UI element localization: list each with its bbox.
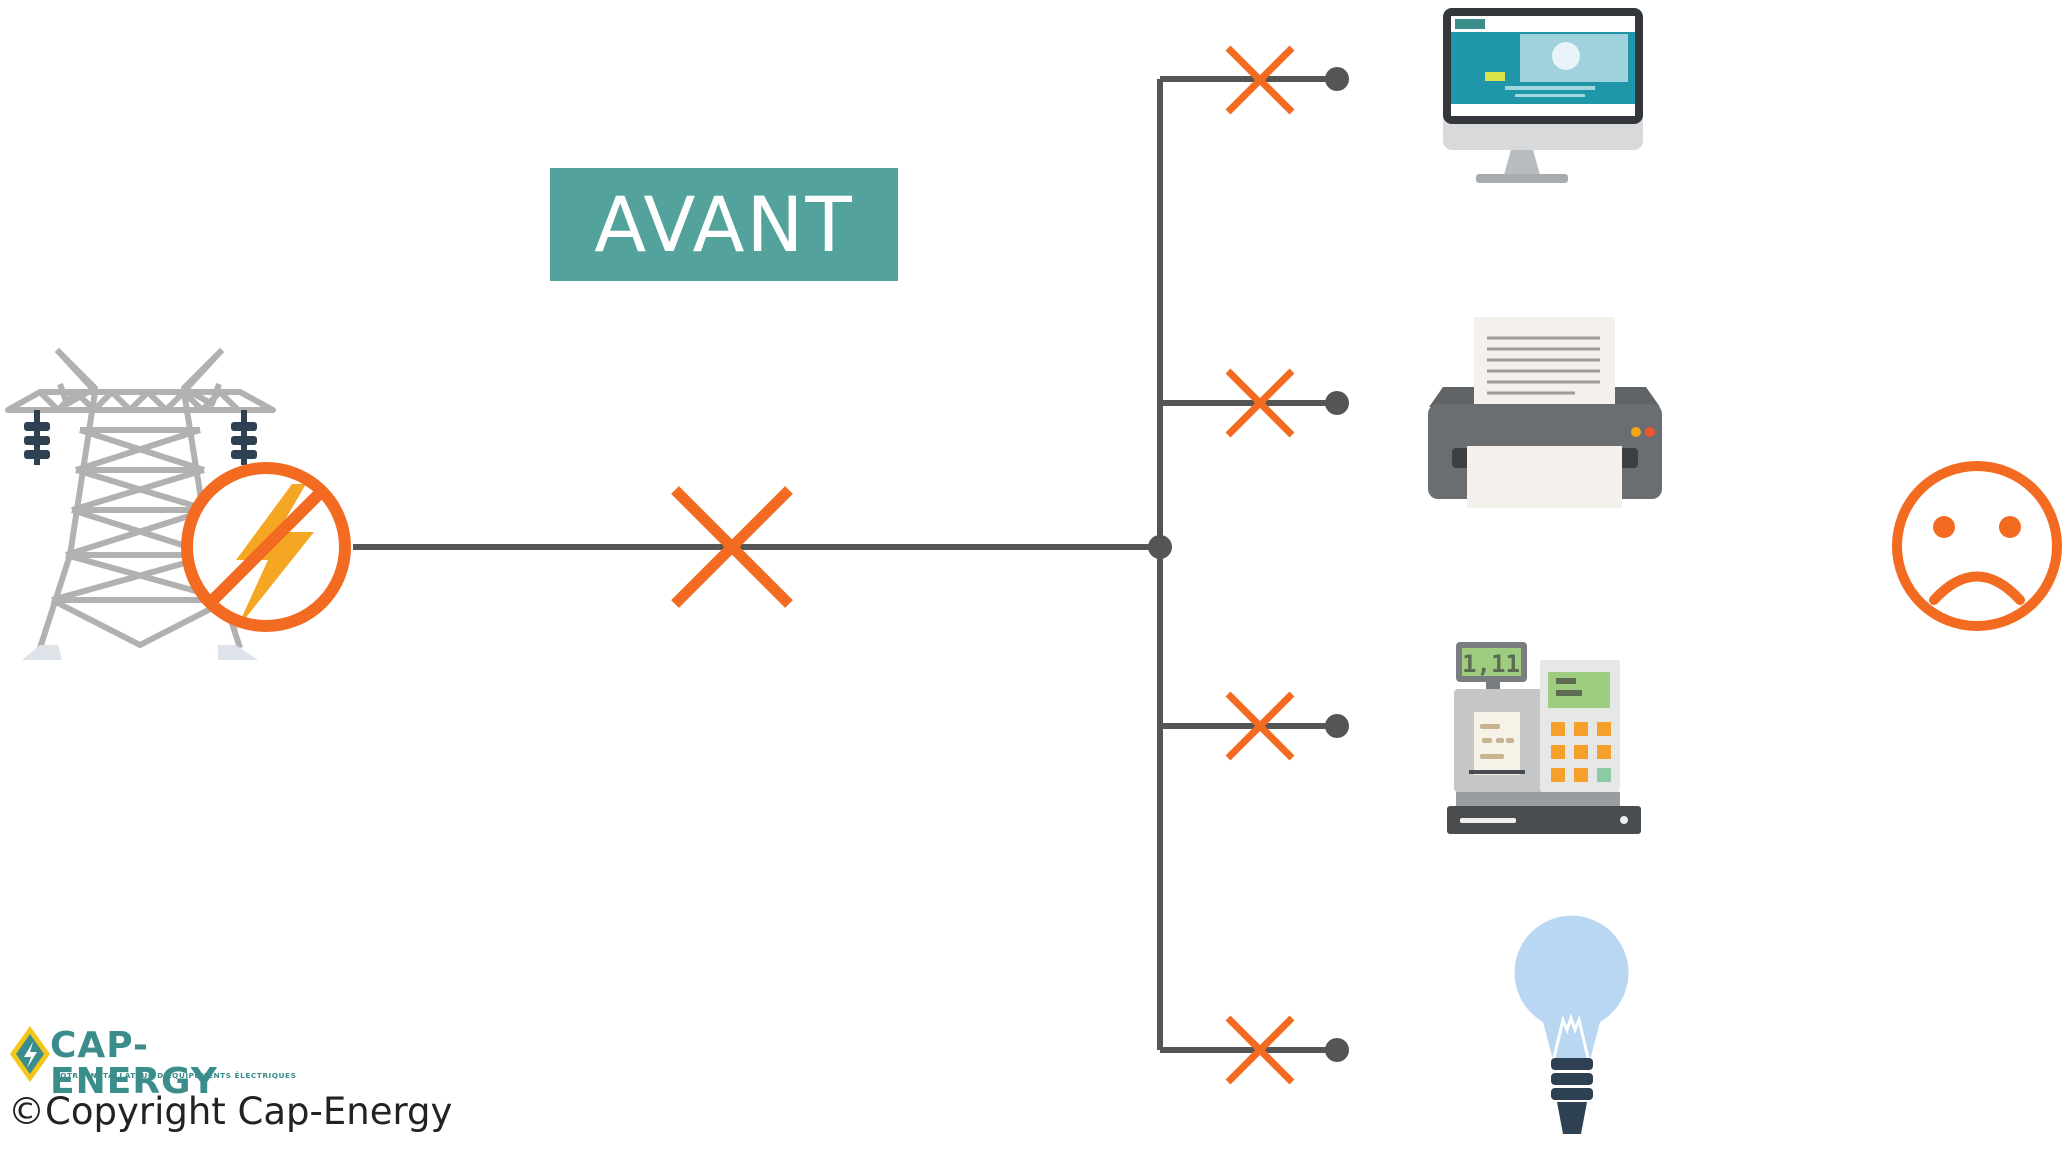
sad-face-icon	[1892, 461, 2062, 631]
copyright-text: ©Copyright Cap-Energy	[8, 1090, 453, 1133]
logo-tagline: VOTRE INSTALLATEUR D'ÉQUIPEMENTS ÉLECTRI…	[54, 1071, 297, 1080]
logo-wordmark: CAP-ENERGY	[50, 1025, 218, 1102]
title-banner: AVANT	[550, 168, 898, 281]
junction-node	[1148, 535, 1172, 559]
no-power-icon	[181, 462, 351, 632]
power-line	[353, 76, 1337, 1053]
insulator-icon	[24, 410, 257, 465]
power-tower-icon	[5, 347, 276, 649]
light-bulb-icon	[1514, 915, 1629, 1134]
cap-energy-logo: CAP-ENERGY VOTRE INSTALLATEUR D'ÉQUIPEME…	[8, 1024, 308, 1100]
printer-icon	[1428, 317, 1662, 508]
title-text: AVANT	[594, 179, 854, 269]
tower-feet	[22, 645, 258, 660]
register-display-value: 1,11	[1462, 650, 1520, 678]
branch-cut-icons	[1225, 45, 1295, 1085]
cash-register-icon: 1,11	[1447, 642, 1641, 834]
computer-icon	[1443, 8, 1643, 183]
main-cut-icon	[671, 486, 793, 608]
logo-diamond-icon	[10, 1026, 50, 1082]
branch-endpoints	[1325, 67, 1349, 1062]
